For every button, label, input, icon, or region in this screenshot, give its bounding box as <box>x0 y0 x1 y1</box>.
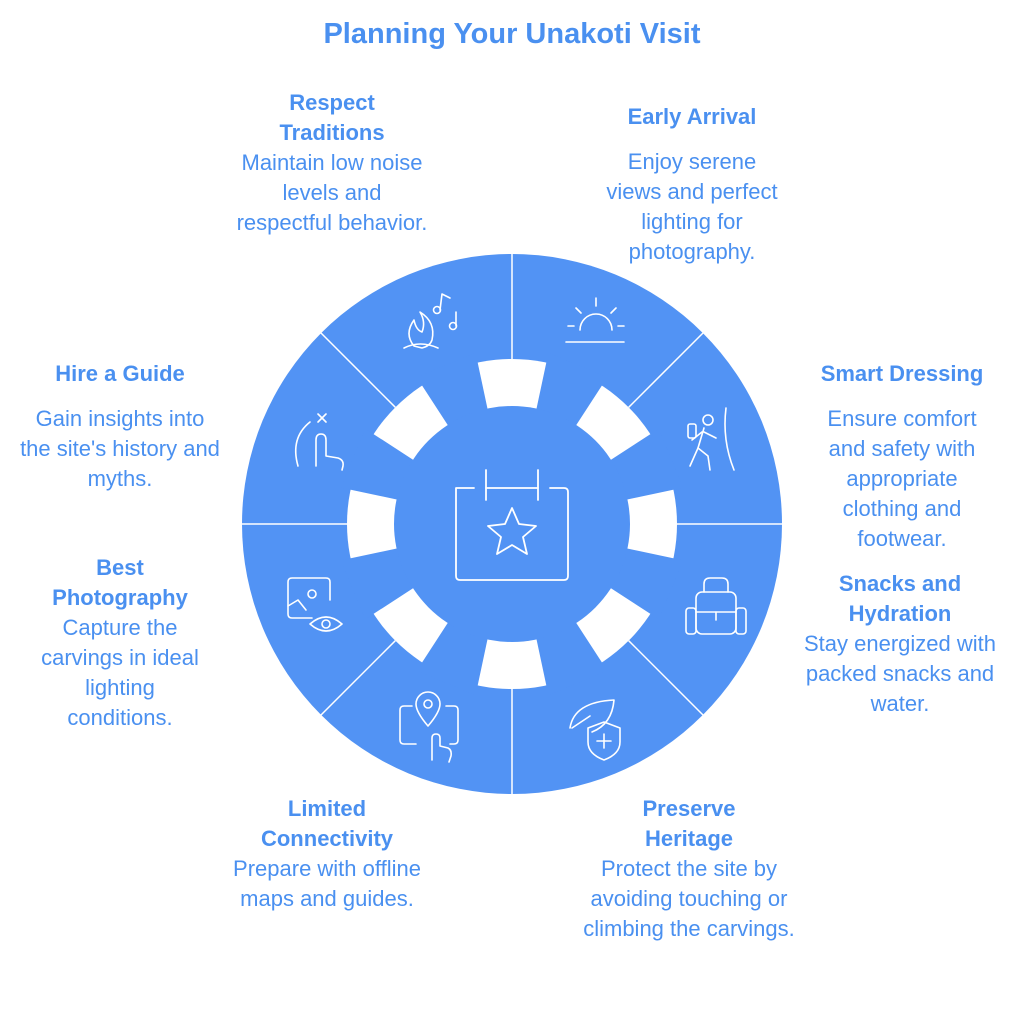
label-title: Early Arrival <box>627 104 757 129</box>
label-desc: Prepare with offline maps and guides. <box>233 856 421 911</box>
spoke <box>534 616 608 696</box>
gesture-hand-icon <box>294 413 344 471</box>
label-desc: Protect the site by avoiding touching or… <box>583 856 795 941</box>
segment-divider <box>628 640 705 717</box>
photo-eye-icon <box>287 577 343 632</box>
fire-music-icon <box>403 293 458 349</box>
label-desc: Capture the carvings in ideal lighting c… <box>41 615 199 730</box>
label-limited-connectivity: Limited Connectivity Prepare with offlin… <box>207 794 447 914</box>
spokes <box>340 352 684 696</box>
calendar-star-icon <box>455 469 569 581</box>
label-desc: Enjoy serene views and perfect lighting … <box>606 149 778 264</box>
leaf-shield-icon <box>569 699 621 761</box>
spoke <box>416 352 490 432</box>
label-title: Limited Connectivity <box>260 796 394 851</box>
label-title: Best Photography <box>52 555 188 610</box>
center-disk <box>394 406 630 642</box>
label-snacks-hydration: Snacks and Hydration Stay energized with… <box>780 569 1020 719</box>
label-desc: Ensure comfort and safety with appropria… <box>827 406 977 551</box>
label-title: Snacks and Hydration <box>838 571 962 626</box>
label-desc: Stay energized with packed snacks and wa… <box>804 631 996 716</box>
label-respect-traditions: Respect Traditions Maintain low noise le… <box>212 88 452 238</box>
segment-dividers <box>241 253 783 795</box>
backpack-icon <box>685 577 747 635</box>
label-title: Respect Traditions <box>279 90 385 145</box>
label-best-photography: Best Photography Capture the carvings in… <box>0 553 240 733</box>
spoke <box>340 428 420 502</box>
spoke <box>604 428 684 502</box>
label-hire-guide: Hire a Guide Gain insights into the site… <box>0 359 240 494</box>
label-early-arrival: Early Arrival Enjoy serene views and per… <box>572 102 812 267</box>
spoke <box>416 616 490 696</box>
sunrise-icon <box>565 297 625 343</box>
label-title: Smart Dressing <box>820 361 984 386</box>
page-title: Planning Your Unakoti Visit <box>323 18 701 50</box>
label-smart-dressing: Smart Dressing Ensure comfort and safety… <box>782 359 1022 554</box>
label-title: Hire a Guide <box>55 361 185 386</box>
label-title: Preserve Heritage <box>642 796 736 851</box>
spoke <box>340 546 420 620</box>
segment-divider <box>628 331 705 408</box>
map-pin-touch-icon <box>399 691 459 763</box>
spoke <box>604 546 684 620</box>
label-desc: Gain insights into the site's history an… <box>20 406 220 491</box>
label-preserve-heritage: Preserve Heritage Protect the site by av… <box>569 794 809 944</box>
segment-divider <box>319 331 396 408</box>
label-desc: Maintain low noise levels and respectful… <box>236 150 428 235</box>
climber-icon <box>687 407 735 471</box>
spoke <box>534 352 608 432</box>
segment-divider <box>319 640 396 717</box>
